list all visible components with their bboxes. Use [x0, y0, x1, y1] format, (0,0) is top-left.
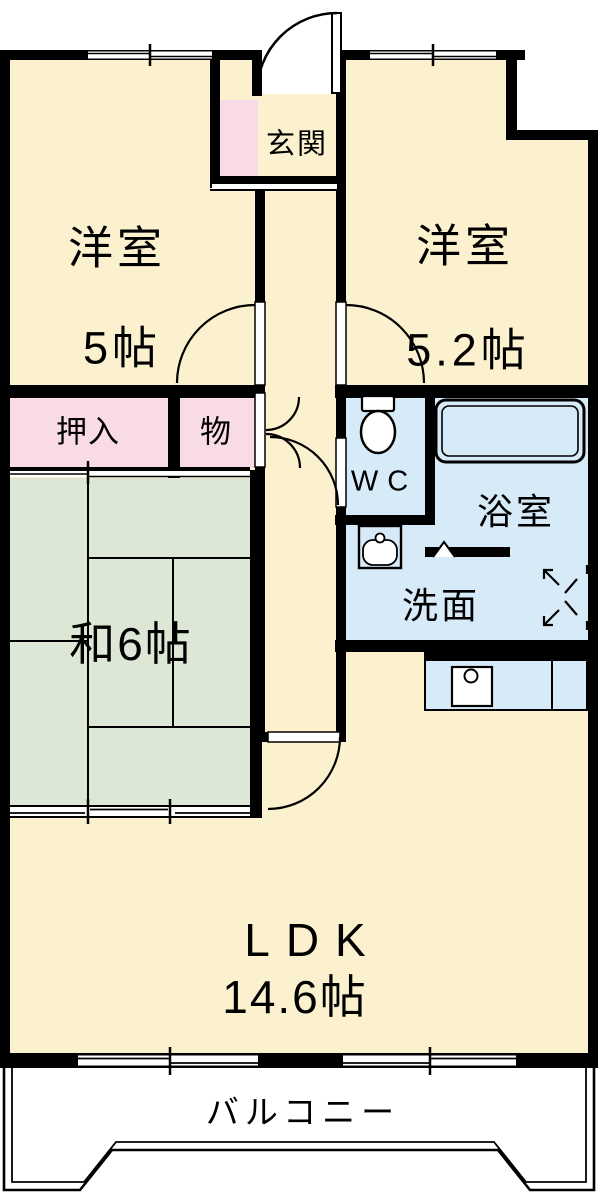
- washbasin-icon: [357, 524, 403, 570]
- storage-door-opening: [254, 392, 266, 468]
- storage-door-arc-lower: [265, 432, 302, 469]
- kitchen-counter-icon: [424, 651, 588, 711]
- label-west-room1-size: 5帖: [82, 322, 162, 374]
- storage-door-arc-upper: [265, 396, 301, 432]
- label-west-room2-size: 5.2帖: [406, 324, 530, 376]
- toilet-icon: [359, 394, 397, 455]
- label-west-room1-name: 洋室: [67, 222, 167, 274]
- entrance-step: [210, 184, 337, 191]
- windows: [10, 44, 516, 1075]
- closet-fusuma-symbol: [10, 461, 250, 484]
- japanese-room-floor: [10, 478, 250, 808]
- label-washroom: 洗面: [401, 585, 481, 626]
- kitchen-faucet: [463, 668, 479, 684]
- tatami-lines: [10, 478, 250, 805]
- balcony-outline: [2, 1068, 596, 1192]
- entrance-door-leaf: [331, 12, 342, 94]
- bathtub-icon: [434, 398, 586, 464]
- label-bathroom: 浴室: [476, 491, 556, 532]
- label-mono: 物: [200, 414, 232, 450]
- label-entrance: 玄関: [265, 128, 329, 161]
- wc-door-leaf: [335, 437, 347, 508]
- shoe-cabinet: [220, 100, 258, 176]
- east-room-door-arc: [345, 303, 426, 384]
- label-ldk-name: LDK: [244, 914, 382, 966]
- mono-storage: [180, 398, 255, 468]
- ldk-door-leaf: [267, 731, 341, 743]
- oshiire-closet: [10, 398, 168, 468]
- label-west-room2-name: 洋室: [415, 220, 515, 272]
- west-room-door-leaf: [254, 301, 266, 386]
- wc-door-arc: [269, 435, 340, 506]
- label-oshiire: 押入: [56, 414, 120, 450]
- west-room-door-arc: [175, 303, 256, 384]
- washer-place-icon: [542, 565, 589, 630]
- fixtures: [357, 394, 589, 711]
- east-room-door-leaf: [335, 301, 347, 386]
- label-balcony: バルコニー: [205, 1093, 401, 1131]
- label-japanese-room: 和6帖: [69, 618, 193, 670]
- doors: [175, 11, 456, 811]
- bath-door-marker: [432, 540, 456, 558]
- label-ldk-size: 14.6帖: [222, 971, 368, 1023]
- ldk-door-arc: [267, 736, 342, 811]
- entrance-door-arc: [255, 11, 338, 94]
- label-wc: WC: [350, 465, 418, 498]
